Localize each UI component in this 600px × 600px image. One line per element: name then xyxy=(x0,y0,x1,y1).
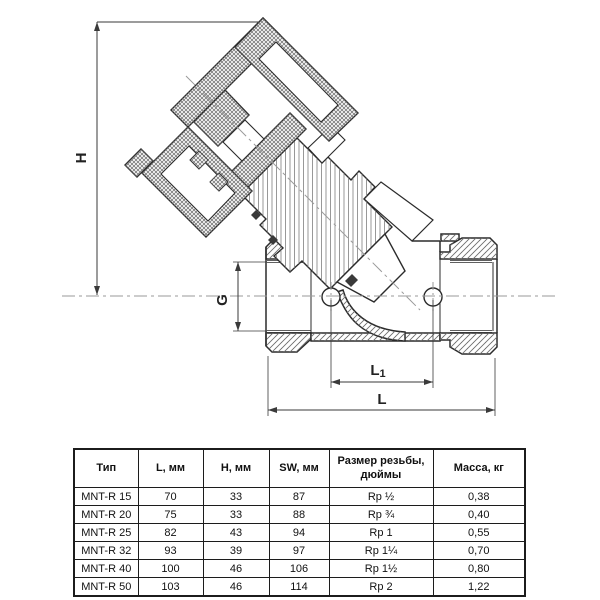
table-cell: Rp 2 xyxy=(328,577,434,597)
table-cell: 0,70 xyxy=(432,541,526,560)
table-cell: MNT-R 15 xyxy=(73,487,139,506)
table-cell: Rp ½ xyxy=(328,487,434,506)
table-cell: 94 xyxy=(268,523,330,542)
table-cell: MNT-R 25 xyxy=(73,523,139,542)
table-cell: 87 xyxy=(268,487,330,506)
table-cell: 88 xyxy=(268,505,330,524)
table-cell: 0,80 xyxy=(432,559,526,578)
table-cell: 106 xyxy=(268,559,330,578)
centerlines xyxy=(62,75,556,311)
table-cell: 70 xyxy=(137,487,204,506)
table-cell: Rp 1½ xyxy=(328,559,434,578)
dim-label-l: L xyxy=(377,391,386,408)
table-cell: MNT-R 20 xyxy=(73,505,139,524)
table-cell: Rp ¾ xyxy=(328,505,434,524)
table-cell: 75 xyxy=(137,505,204,524)
table-cell: 1,22 xyxy=(432,577,526,597)
dimension-l: L xyxy=(267,356,496,416)
valve-cartridge xyxy=(240,125,434,303)
handle-wing-cavity xyxy=(258,41,339,123)
table-cell: 103 xyxy=(137,577,204,597)
header-row: Тип L, мм H, мм SW, мм Размер резьбы, дю… xyxy=(73,448,526,488)
table-cell: Rp 1¼ xyxy=(328,541,434,560)
table-cell: 97 xyxy=(268,541,330,560)
table-cell: 0,55 xyxy=(432,523,526,542)
col-header-length: L, мм xyxy=(137,448,204,488)
table-cell: 33 xyxy=(202,487,270,506)
col-header-thread: Размер резьбы, дюймы xyxy=(328,448,434,488)
table-cell: 114 xyxy=(268,577,330,597)
spec-table-header: Тип L, мм H, мм SW, мм Размер резьбы, дю… xyxy=(73,448,526,488)
col-header-height: H, мм xyxy=(202,448,270,488)
table-cell: MNT-R 40 xyxy=(73,559,139,578)
table-cell: 93 xyxy=(137,541,204,560)
valve-technical-drawing: H G L1 L xyxy=(62,17,556,416)
dim-label-h: H xyxy=(73,153,90,164)
table-cell: 82 xyxy=(137,523,204,542)
col-header-sw: SW, мм xyxy=(268,448,330,488)
col-header-type: Тип xyxy=(73,448,139,488)
spec-table: Тип L, мм H, мм SW, мм Размер резьбы, дю… xyxy=(73,448,526,597)
seat-seal xyxy=(345,274,358,287)
dim-label-l1: L1 xyxy=(370,362,385,380)
table-cell: 0,38 xyxy=(432,487,526,506)
handle-stem xyxy=(222,119,265,162)
dim-label-g: G xyxy=(214,294,231,306)
table-cell: Rp 1 xyxy=(328,523,434,542)
table-cell: 100 xyxy=(137,559,204,578)
valve-body xyxy=(265,233,498,355)
table-cell: 46 xyxy=(202,577,270,597)
table-cell: 39 xyxy=(202,541,270,560)
valve-handle xyxy=(124,17,359,238)
col-header-mass: Масса, кг xyxy=(432,448,526,488)
table-cell: MNT-R 32 xyxy=(73,541,139,560)
dimension-g: G xyxy=(214,261,267,332)
table-cell: 33 xyxy=(202,505,270,524)
table-cell: MNT-R 50 xyxy=(73,577,139,597)
dimension-h: H xyxy=(73,21,260,295)
centerline-diagonal xyxy=(185,75,421,311)
table-cell: 43 xyxy=(202,523,270,542)
table-cell: 0,40 xyxy=(432,505,526,524)
cartridge-plug-cone xyxy=(335,232,406,303)
table-cell: 46 xyxy=(202,559,270,578)
handle-ribs xyxy=(189,150,229,192)
dimension-l1: L1 xyxy=(330,300,434,388)
